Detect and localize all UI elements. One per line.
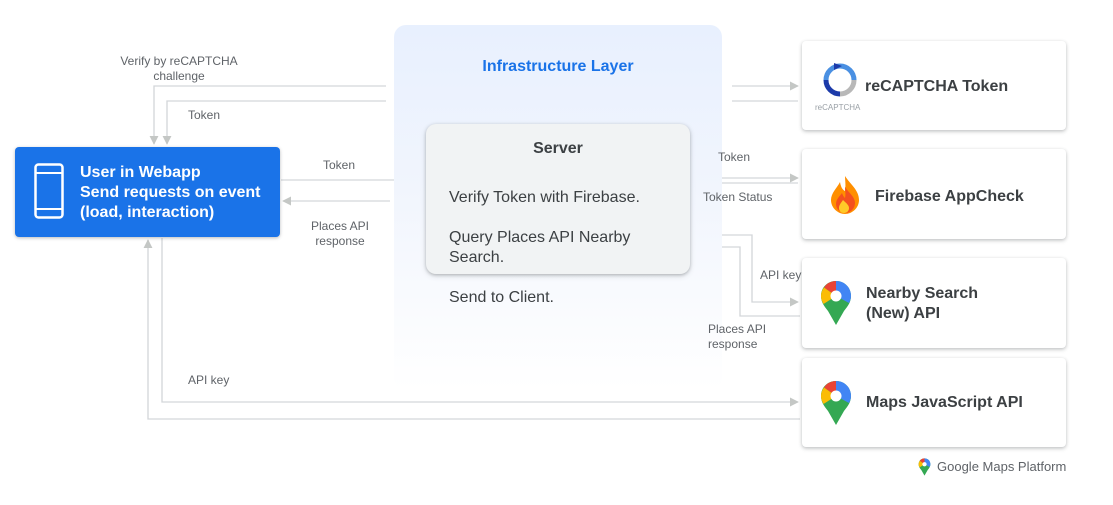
- maps-pin-icon: [821, 381, 851, 425]
- firebase-card: Firebase AppCheck: [802, 149, 1066, 239]
- label-api-key-client: API key: [188, 373, 230, 387]
- client-line-3: (load, interaction): [80, 204, 215, 221]
- footer-brand: Google Maps Platform: [937, 459, 1067, 474]
- server-line-2: Query Places API Nearby Search.: [449, 229, 631, 266]
- client-line-2: Send requests on event: [80, 184, 261, 201]
- maps-pin-icon: [918, 458, 931, 476]
- server-title: Server: [533, 140, 583, 157]
- edge-api-key-server: [692, 234, 799, 307]
- firebase-label: Firebase AppCheck: [875, 188, 1024, 205]
- label-token-return: Token: [188, 108, 221, 122]
- server-description: Verify Token with Firebase. Query Places…: [449, 168, 684, 328]
- maps-js-card: Maps JavaScript API: [802, 358, 1066, 447]
- label-places-response-client: Places API response: [300, 219, 380, 249]
- nearby-search-card: Nearby Search (New) API: [802, 258, 1066, 348]
- edge-maps-return: [143, 239, 800, 420]
- recaptcha-icon: [823, 63, 857, 97]
- phone-icon: [34, 163, 64, 219]
- server-line-1: Verify Token with Firebase.: [449, 189, 640, 206]
- infrastructure-title: Infrastructure Layer: [482, 58, 634, 75]
- label-verify-recaptcha-line-1: Verify by reCAPTCHA: [120, 54, 238, 68]
- label-places-response-client-line-1: Places API: [310, 219, 370, 233]
- recaptcha-card: reCAPTCHA reCAPTCHA Token: [802, 41, 1066, 130]
- label-token-to-server: Token: [323, 158, 356, 172]
- label-places-response-server: Places API response: [708, 322, 766, 352]
- label-places-response-client-line-2: response: [315, 234, 365, 248]
- label-verify-recaptcha-line-2: challenge: [153, 69, 205, 83]
- label-places-response-server-line-1: Places API: [708, 322, 767, 336]
- server-line-3: Send to Client.: [449, 289, 554, 306]
- recaptcha-label: reCAPTCHA Token: [865, 78, 1009, 95]
- client-node: User in Webapp Send requests on event (l…: [15, 147, 280, 237]
- label-places-response-server-line-2: response: [708, 337, 758, 351]
- client-line-1: User in Webapp: [80, 164, 201, 181]
- label-token-firebase: Token: [718, 150, 751, 164]
- firebase-flame-icon: [831, 176, 859, 214]
- client-label: User in Webapp Send requests on event (l…: [80, 163, 276, 223]
- edge-verify-recaptcha: [149, 85, 386, 145]
- nearby-search-label: Nearby Search (New) API: [866, 284, 978, 324]
- recaptcha-sub-label: reCAPTCHA: [815, 103, 861, 112]
- edge-api-key-client: [161, 238, 799, 407]
- label-api-key-server: API key: [760, 268, 802, 282]
- maps-pin-icon: [821, 281, 851, 325]
- maps-js-label: Maps JavaScript API: [866, 394, 1023, 411]
- server-node: Server Verify Token with Firebase. Query…: [426, 124, 690, 306]
- nearby-search-line-2: (New) API: [866, 305, 941, 322]
- label-token-status: Token Status: [703, 190, 773, 204]
- label-verify-recaptcha: Verify by reCAPTCHA challenge: [106, 54, 252, 84]
- nearby-search-line-1: Nearby Search: [866, 285, 979, 302]
- edge-token-return: [162, 100, 386, 145]
